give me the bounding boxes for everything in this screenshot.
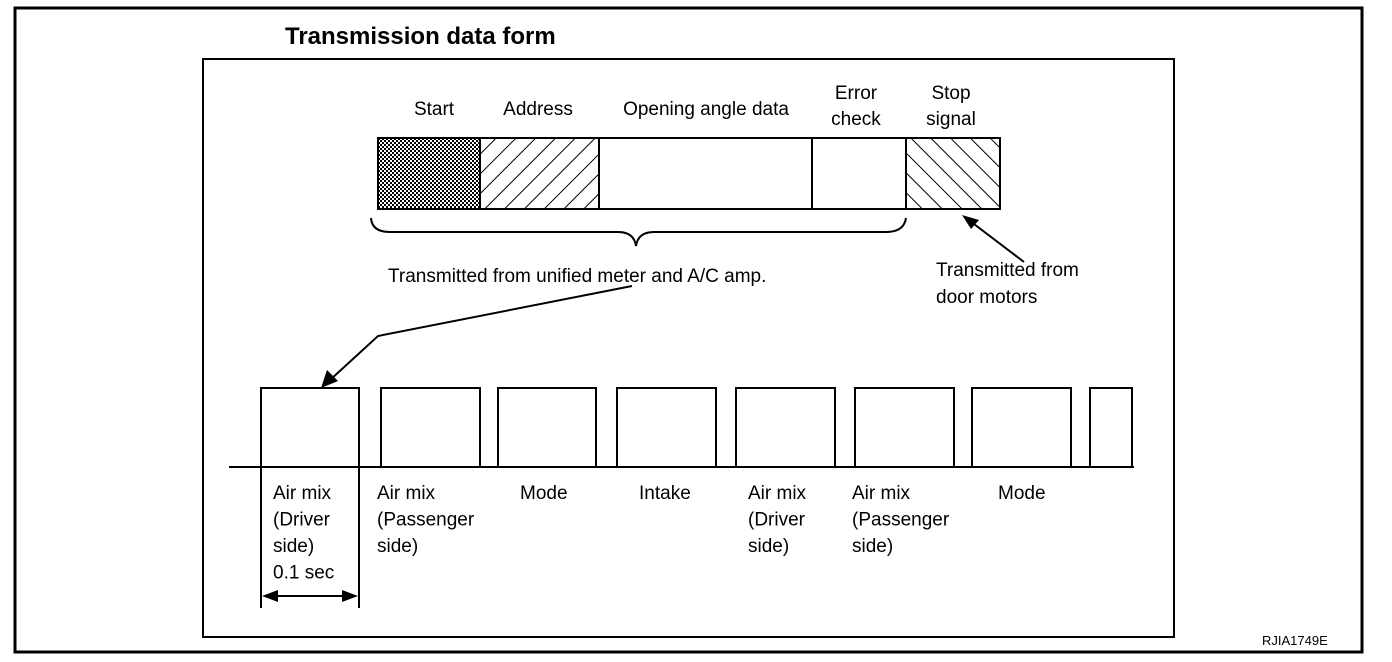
slot-label: side) (748, 536, 789, 557)
slot (1089, 387, 1133, 468)
slot-label: side) (273, 536, 314, 557)
slot-label: (Driver (273, 510, 331, 531)
frame-field-label: signal (926, 109, 976, 130)
slot-label: side) (852, 536, 893, 557)
slot: Mode (497, 387, 597, 504)
frame-field: Opening angle data (598, 99, 813, 210)
slot: Air mix (Passenger side) (377, 387, 481, 557)
slot-box (616, 387, 717, 468)
slots: Air mix (Driver side) 0.1 sec Air mix (Passen… (260, 387, 1133, 584)
frame-field-label: Start (414, 99, 455, 120)
frame-field-box (598, 137, 813, 210)
frame-field-box (811, 137, 907, 210)
slot: Air mix (Driver side) (735, 387, 836, 557)
frame-field: Start (377, 99, 481, 210)
slot: Air mix (Passenger side) (852, 387, 955, 557)
slot: Air mix (Driver side) 0.1 sec (260, 387, 360, 584)
slot-label: (Driver (748, 510, 806, 531)
motors-note: Transmitted from door motors (936, 260, 1084, 308)
slot: Mode (971, 387, 1072, 504)
slot-box (971, 387, 1072, 468)
diagram-title: Transmission data form (285, 23, 556, 50)
slot-label: Air mix (748, 483, 807, 504)
frame-field-box (479, 137, 600, 210)
slot-box (260, 387, 360, 468)
slot-duration-dimension (260, 467, 360, 608)
frame-field: Stop signal (905, 83, 1001, 210)
frame-fields: Start Address Opening angle data Error check… (377, 83, 1001, 210)
slot-label: Air mix (377, 483, 436, 504)
outer-border (13, 6, 1364, 654)
motors-note-line: door motors (936, 287, 1037, 308)
frame-field: Address (479, 99, 600, 210)
slot-box (854, 387, 955, 468)
frame-field-box (905, 137, 1001, 210)
frame-field-label: Error (835, 83, 878, 104)
slot-label: 0.1 sec (273, 563, 334, 584)
slot-box (735, 387, 836, 468)
inner-frame (202, 58, 1175, 638)
slot-label: Mode (520, 483, 568, 504)
frame-field-box (377, 137, 481, 210)
amp-arrow (321, 285, 633, 388)
amp-brace (370, 217, 907, 247)
frame-field-label: Stop (931, 83, 970, 104)
slot-label: side) (377, 536, 418, 557)
slot-label: (Passenger (852, 510, 950, 531)
frame-field-label: Opening angle data (623, 99, 789, 120)
slot-label: Air mix (852, 483, 911, 504)
frame-field: Error check (811, 83, 907, 210)
slot: Intake (616, 387, 717, 504)
slot-label: (Passenger (377, 510, 475, 531)
frame-field-label: Address (503, 99, 573, 120)
slot-box (380, 387, 481, 468)
motors-note-line: Transmitted from (936, 260, 1079, 281)
motors-arrow (962, 215, 1025, 263)
slot-label: Mode (998, 483, 1046, 504)
amp-note: Transmitted from unified meter and A/C a… (388, 266, 766, 287)
figure-code: RJIA1749E (1262, 633, 1328, 648)
slot-label: Intake (639, 483, 691, 504)
slot-box (1089, 387, 1133, 468)
frame-field-label: check (831, 109, 881, 130)
slot-label: Air mix (273, 483, 332, 504)
slot-box (497, 387, 597, 468)
